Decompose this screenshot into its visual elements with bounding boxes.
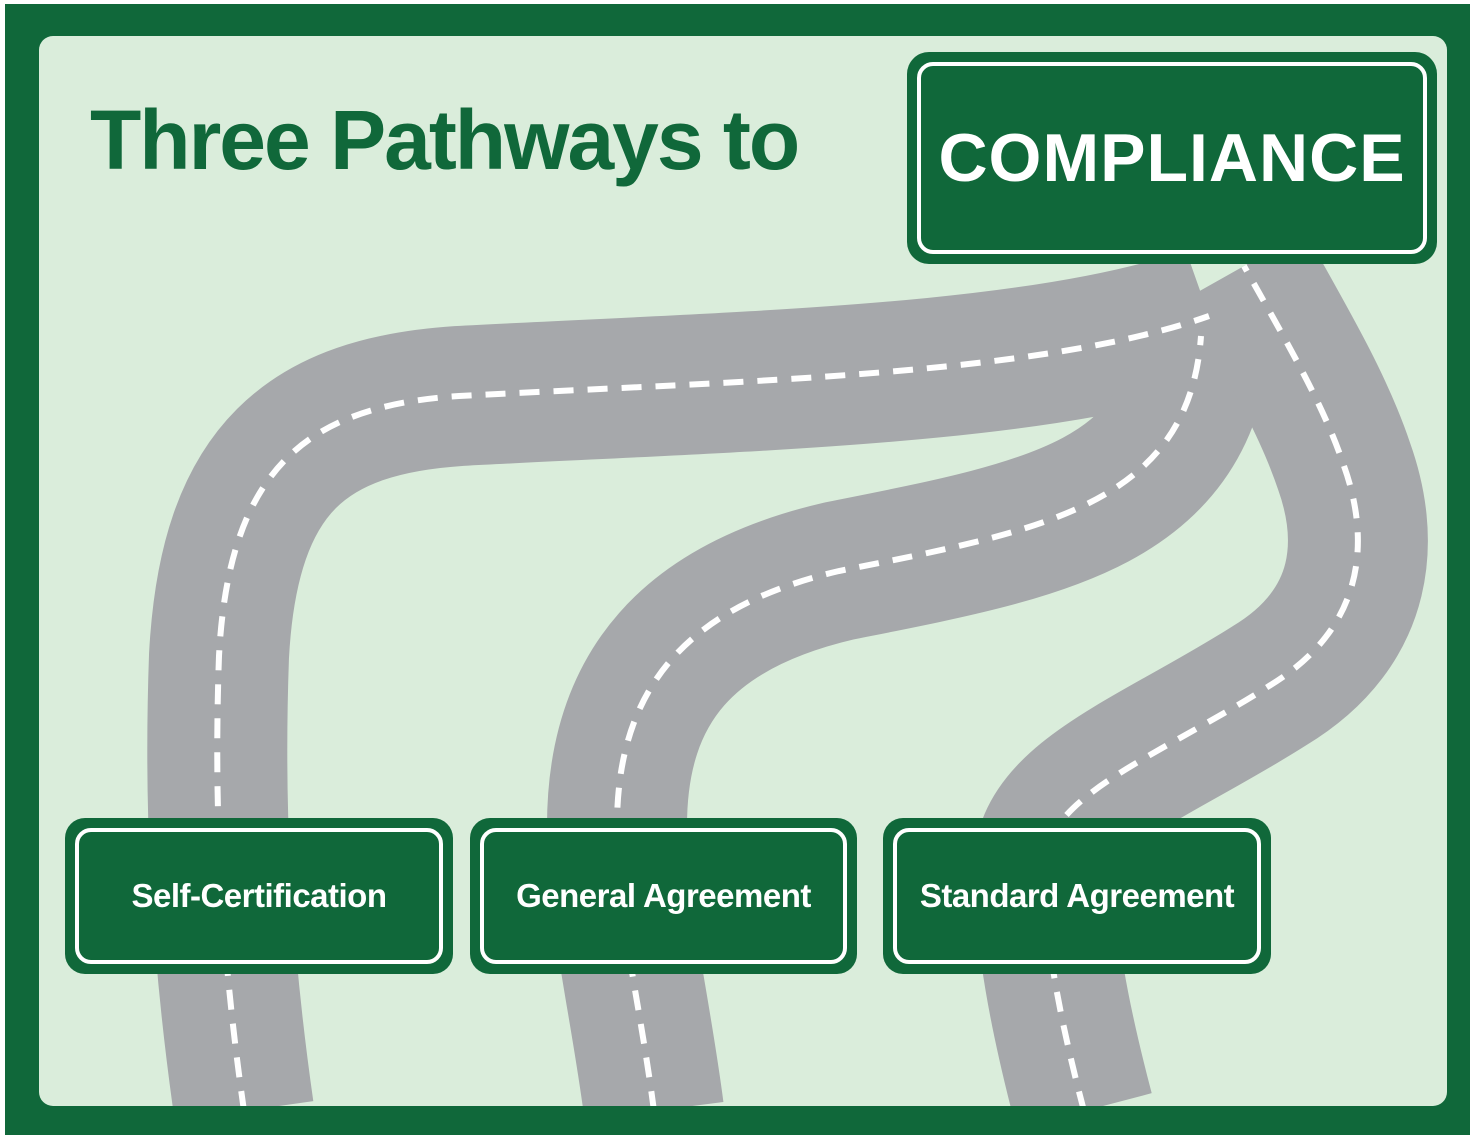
destination-label: COMPLIANCE bbox=[917, 62, 1427, 254]
lane-marking-self-certification bbox=[214, 313, 1210, 1106]
pathway-label: Standard Agreement bbox=[893, 828, 1261, 964]
pathway-sign-standard-agreement: Standard Agreement bbox=[883, 818, 1271, 974]
pathway-sign-general-agreement: General Agreement bbox=[470, 818, 857, 974]
pathway-label: Self-Certification bbox=[75, 828, 443, 964]
pathway-sign-self-certification: Self-Certification bbox=[65, 818, 453, 974]
page-title: Three Pathways to bbox=[90, 93, 800, 187]
destination-sign: COMPLIANCE bbox=[907, 52, 1437, 264]
pathway-label: General Agreement bbox=[480, 828, 847, 964]
